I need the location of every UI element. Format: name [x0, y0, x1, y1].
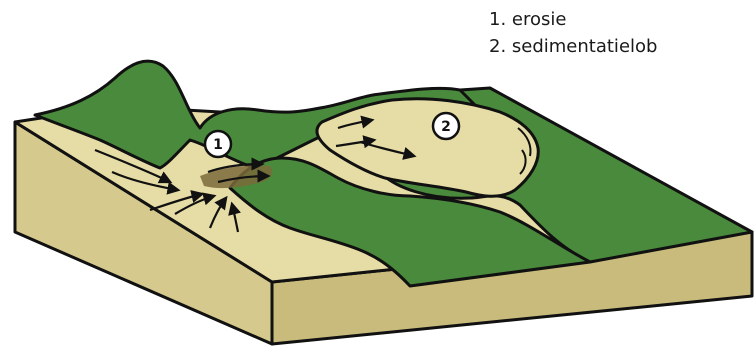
- marker-erosion: 1: [205, 131, 231, 157]
- marker-lobe-number: 2: [441, 119, 451, 135]
- marker-lobe: 2: [433, 113, 459, 139]
- marker-erosion-number: 1: [213, 137, 223, 153]
